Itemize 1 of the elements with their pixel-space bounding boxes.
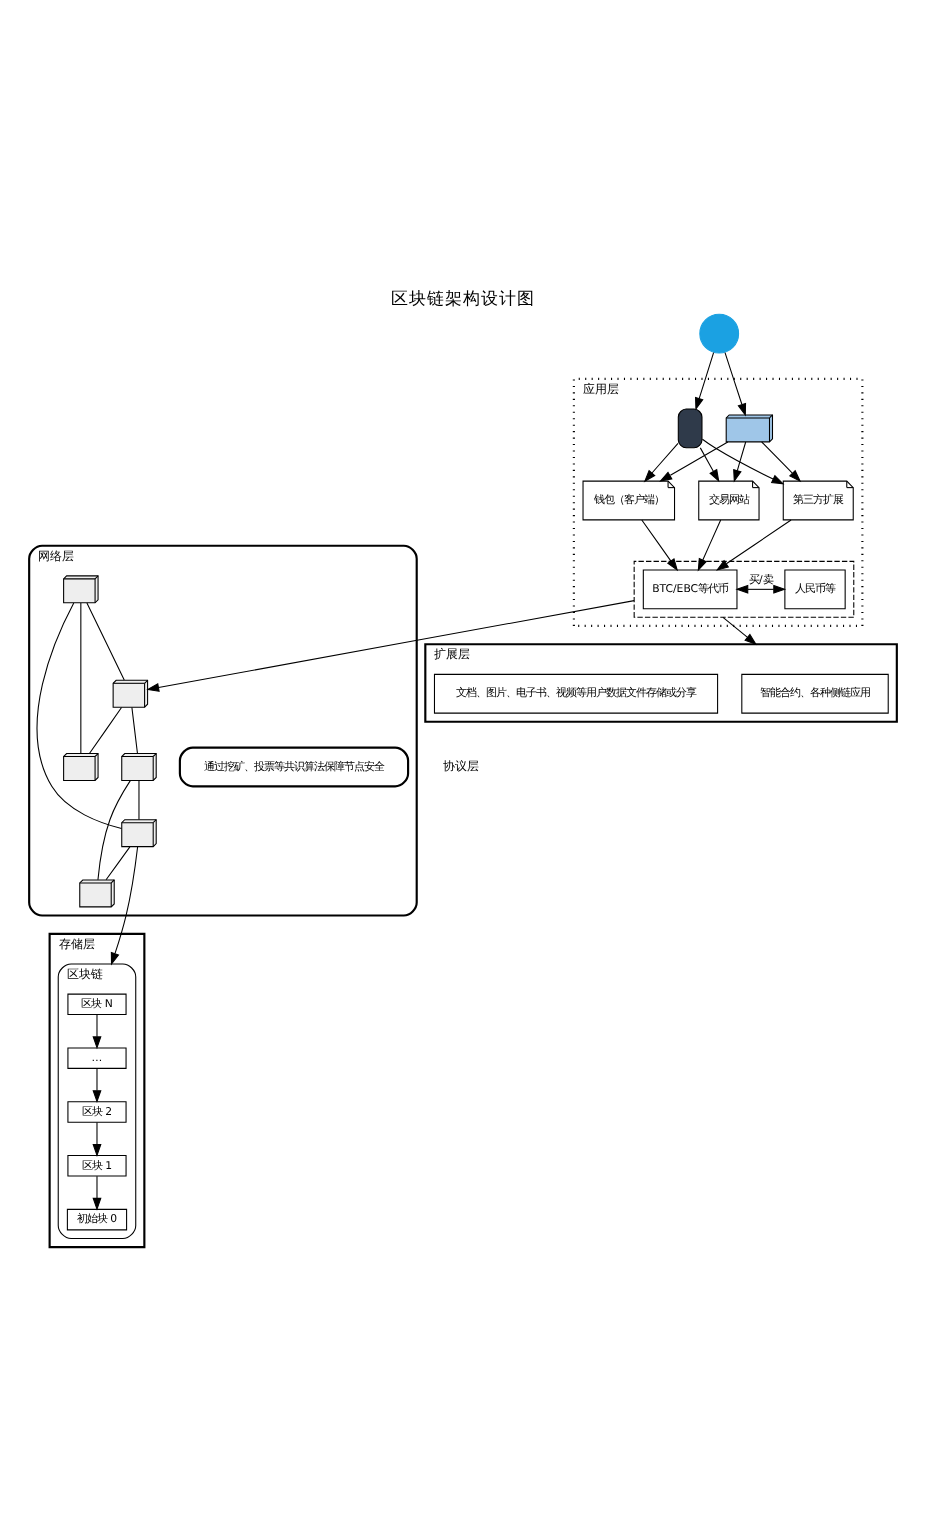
diagram-title: 区块链架构设计图 — [391, 289, 535, 310]
